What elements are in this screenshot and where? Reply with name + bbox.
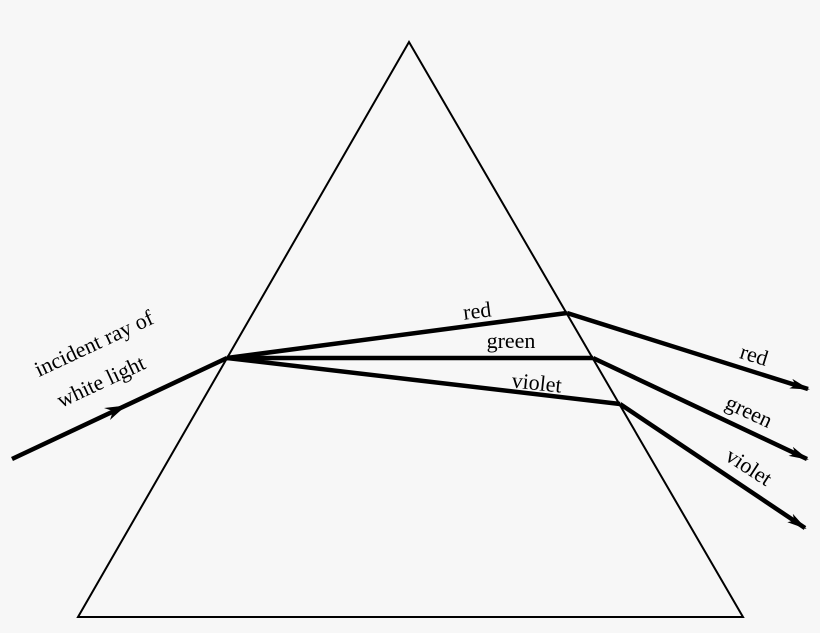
exit-ray-red (566, 310, 810, 392)
exit-ray-green (592, 355, 809, 462)
label-inside-green: green (487, 328, 536, 353)
internal-ray-violet (226, 355, 621, 407)
incident-arrowhead-icon (104, 405, 126, 420)
prism-triangle (76, 40, 745, 618)
internal-ray-red (226, 310, 568, 361)
exit-ray-violet (618, 402, 807, 530)
label-inside-red: red (462, 296, 493, 324)
label-inside-violet: violet (511, 367, 563, 397)
